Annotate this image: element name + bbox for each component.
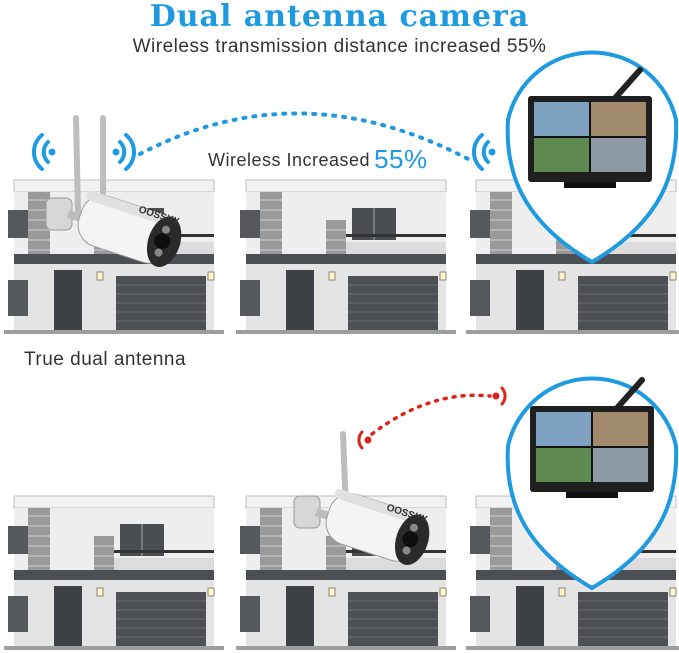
antenna-icon <box>73 115 81 215</box>
subtitle: Wireless transmission distance increased… <box>132 36 547 57</box>
wireless-increased-label: Wireless Increased <box>208 150 371 170</box>
signal-arc-red <box>370 393 492 436</box>
house-bottom-left <box>3 495 225 651</box>
wifi-icon <box>31 133 58 171</box>
signal-arc-blue <box>138 111 472 162</box>
house-top-middle <box>235 179 457 335</box>
wifi-icon <box>471 133 498 171</box>
wifi-icon-red <box>492 386 507 406</box>
page-title: Dual antenna camera <box>149 0 530 34</box>
wifi-icon <box>110 133 137 171</box>
true-dual-antenna-label: True dual antenna <box>24 349 187 370</box>
wifi-icon-red <box>357 430 372 450</box>
wireless-increased-percent: 55% <box>374 144 428 174</box>
